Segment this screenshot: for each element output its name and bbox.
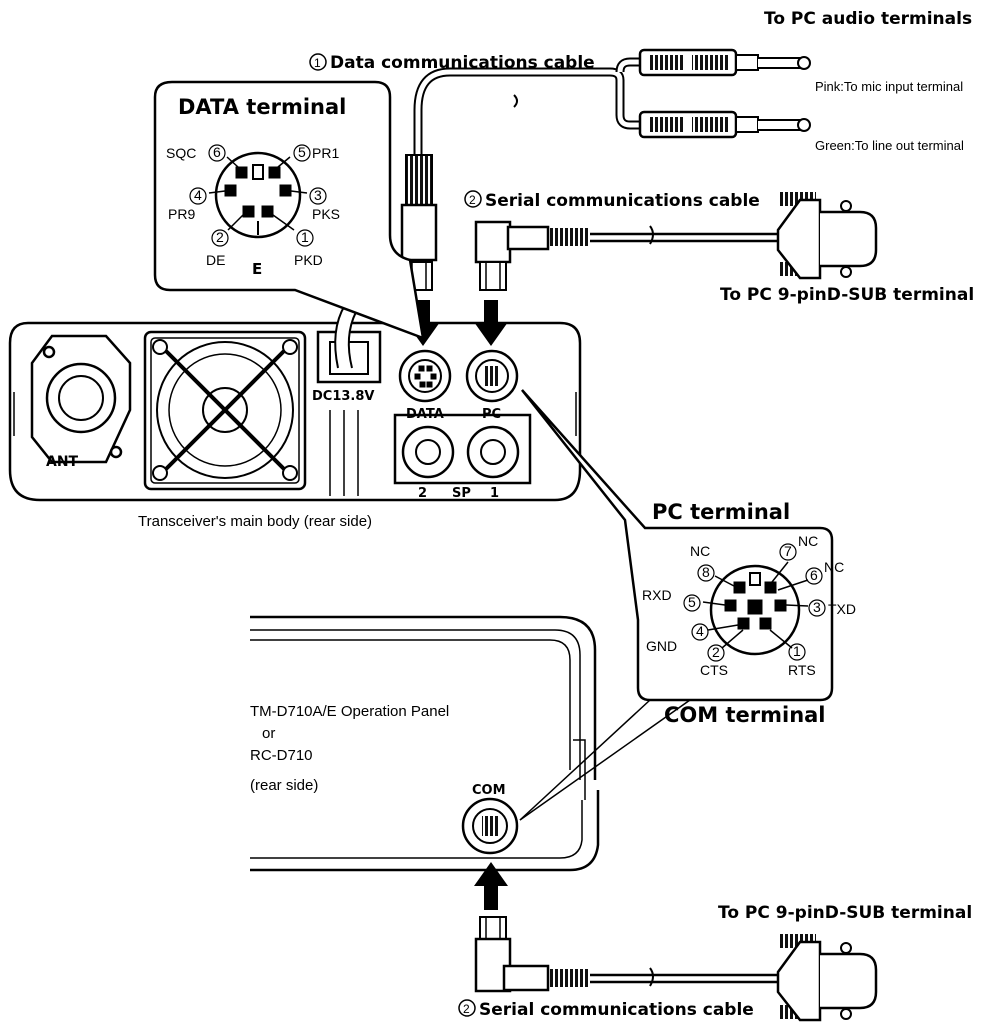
pin-e: E: [252, 260, 262, 278]
data-terminal-callout: [153, 80, 425, 340]
data-port-label: DATA: [406, 407, 444, 422]
to-pc-dsub-top-label: To PC 9-pinD-SUB terminal: [720, 285, 974, 305]
fan: [143, 330, 307, 491]
data-cable-label: Data communications cable: [330, 53, 595, 73]
pc-pin-rts: RTS: [788, 662, 816, 678]
pc-pin-rxd: RXD: [642, 587, 672, 603]
sp1-label: 1: [490, 486, 499, 501]
panel-line3: RC-D710: [250, 747, 313, 764]
pc-pin-gnd: GND: [646, 638, 677, 654]
sp2-label: 2: [418, 486, 427, 501]
pc-pin-nc8: NC: [690, 543, 710, 559]
pc-pin-n7: 7: [784, 543, 792, 559]
pink-label: Pink:To mic input terminal: [815, 79, 963, 94]
pc-terminal-callout: [521, 389, 834, 702]
pin-pkd-num: 1: [301, 229, 309, 245]
pin-pkd: PKD: [294, 252, 323, 268]
serial-cable-bottom-label: Serial communications cable: [479, 1000, 754, 1020]
pc-pin-n6: 6: [810, 567, 818, 583]
pc-pin-txd: TXD: [828, 601, 856, 617]
data-terminal-title: DATA terminal: [178, 95, 346, 119]
serial-cable-bottom: [474, 916, 878, 1022]
pc-pin-n2: 2: [712, 644, 720, 660]
ant-connector: [30, 334, 132, 464]
audio-plug-green: [638, 110, 811, 139]
pin-pr9-num: 4: [194, 187, 202, 203]
speaker-jacks: [393, 413, 532, 485]
main-body-caption: Transceiver's main body (rear side): [138, 513, 372, 530]
pc-pin-nc6: NC: [824, 559, 844, 575]
pc-pin-n4: 4: [696, 623, 704, 639]
ant-label: ANT: [46, 454, 79, 470]
com-terminal-title: COM terminal: [664, 703, 826, 727]
pc-pin-nc7: NC: [798, 533, 818, 549]
arrows: [406, 300, 508, 910]
pc-pin-n8: 8: [702, 564, 710, 580]
pc-pin-n1: 1: [793, 643, 801, 659]
pin-pks-num: 3: [314, 187, 322, 203]
pc-pin-cts: CTS: [700, 662, 728, 678]
data-communications-cable: [400, 57, 640, 291]
panel-line2: or: [262, 725, 275, 742]
serial-cable-number: 2: [469, 193, 476, 207]
to-pc-dsub-bottom-label: To PC 9-pinD-SUB terminal: [718, 903, 972, 923]
pc-pin-n5: 5: [688, 594, 696, 610]
pc-port-label: PC: [482, 407, 501, 422]
pc-port: [465, 349, 519, 403]
pin-pks: PKS: [312, 206, 340, 222]
pc-terminal-title: PC terminal: [652, 500, 790, 524]
pin-de: DE: [206, 252, 225, 268]
pin-pr1-num: 5: [298, 144, 306, 160]
pc-pin-n3: 3: [813, 599, 821, 615]
data-cable-number: 1: [314, 56, 321, 70]
green-label: Green:To line out terminal: [815, 138, 964, 153]
to-pc-audio-label: To PC audio terminals: [764, 9, 972, 29]
data-port: [398, 349, 452, 403]
audio-plug-pink: [638, 48, 811, 77]
dc-label: DC13.8V: [312, 389, 374, 404]
com-port-label: COM: [472, 783, 506, 798]
pin-sqc: SQC: [166, 145, 196, 161]
pin-de-num: 2: [216, 229, 224, 245]
dc-connector: [316, 302, 382, 496]
serial-cable-top: [474, 192, 878, 291]
serial-cable-bottom-number: 2: [463, 1002, 470, 1016]
operation-panel: [250, 615, 600, 872]
pin-sqc-num: 6: [213, 144, 221, 160]
pin-pr1: PR1: [312, 145, 339, 161]
sp-label: SP: [452, 486, 471, 501]
pin-pr9: PR9: [168, 206, 195, 222]
panel-line4: (rear side): [250, 777, 318, 794]
serial-cable-label: Serial communications cable: [485, 191, 760, 211]
panel-line1: TM-D710A/E Operation Panel: [250, 703, 449, 720]
